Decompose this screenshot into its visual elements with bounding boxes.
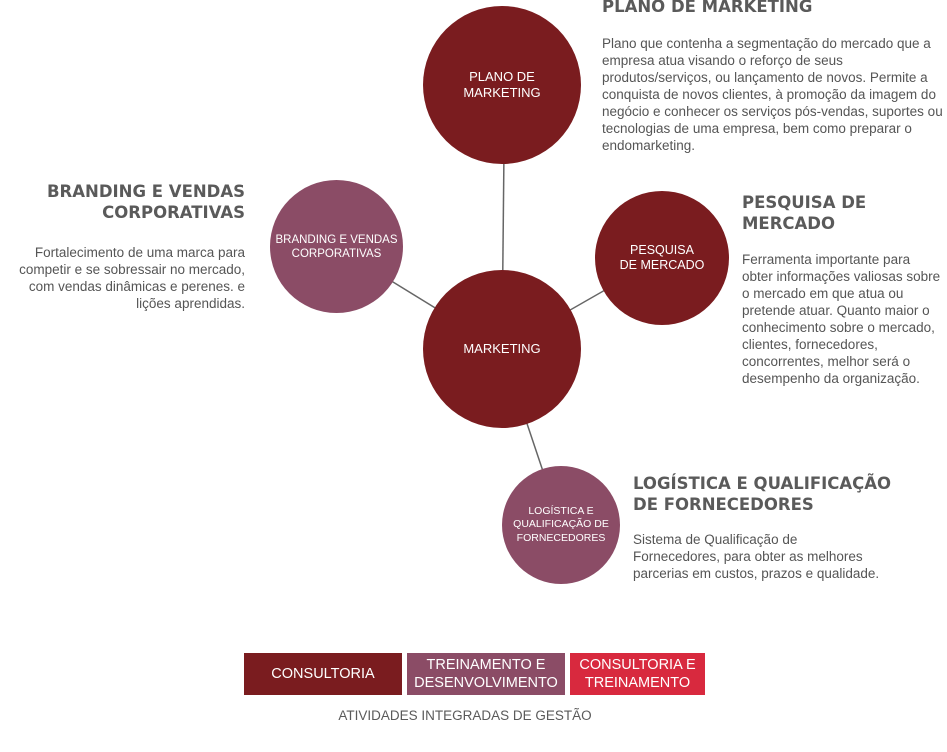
logistica-description: Sistema de Qualificação de Fornecedores,…: [633, 532, 880, 581]
plano-heading: PLANO DE MARKETING: [602, 0, 813, 16]
legend-treinamento[interactable]: TREINAMENTO E DESENVOLVIMENTO: [407, 653, 565, 695]
legend-consultoria[interactable]: CONSULTORIA: [244, 653, 402, 695]
node-marketing-label: MARKETING: [463, 341, 541, 356]
branding-heading: BRANDING E VENDAS CORPORATIVAS: [46, 182, 245, 222]
legend-consultoria-label: CONSULTORIA: [271, 666, 375, 682]
plano-description: Plano que contenha a segmentação do merc…: [602, 36, 943, 153]
node-branding[interactable]: BRANDING E VENDAS CORPORATIVAS: [270, 180, 403, 313]
node-pesquisa-label: PESQUISA DE MERCADO: [619, 243, 705, 272]
node-logistica[interactable]: LOGÍSTICA E QUALIFICAÇÃO DE FORNECEDORES: [502, 466, 620, 584]
legend-caption: ATIVIDADES INTEGRADAS DE GESTÃO: [338, 708, 592, 723]
node-marketing[interactable]: MARKETING: [423, 270, 581, 428]
node-pesquisa[interactable]: PESQUISA DE MERCADO: [595, 191, 729, 325]
legend-consultoria-treinamento[interactable]: CONSULTORIA E TREINAMENTO: [570, 653, 705, 695]
branding-description: Fortalecimento de uma marca para competi…: [19, 245, 245, 311]
node-plano-de-marketing[interactable]: PLANO DE MARKETING: [423, 6, 581, 164]
pesquisa-description: Ferramenta importante para obter informa…: [742, 252, 941, 386]
node-plano-label: PLANO DE MARKETING: [463, 69, 541, 100]
node-logistica-label: LOGÍSTICA E QUALIFICAÇÃO DE FORNECEDORES: [513, 504, 609, 544]
logistica-heading: LOGÍSTICA E QUALIFICAÇÃO DE FORNECEDORES: [633, 474, 892, 514]
legend-treinamento-label: TREINAMENTO E DESENVOLVIMENTO: [414, 657, 558, 691]
node-branding-label: BRANDING E VENDAS CORPORATIVAS: [275, 233, 398, 260]
pesquisa-heading: PESQUISA DE MERCADO: [742, 193, 867, 233]
legend-consultoria-treinamento-label: CONSULTORIA E TREINAMENTO: [579, 657, 696, 691]
